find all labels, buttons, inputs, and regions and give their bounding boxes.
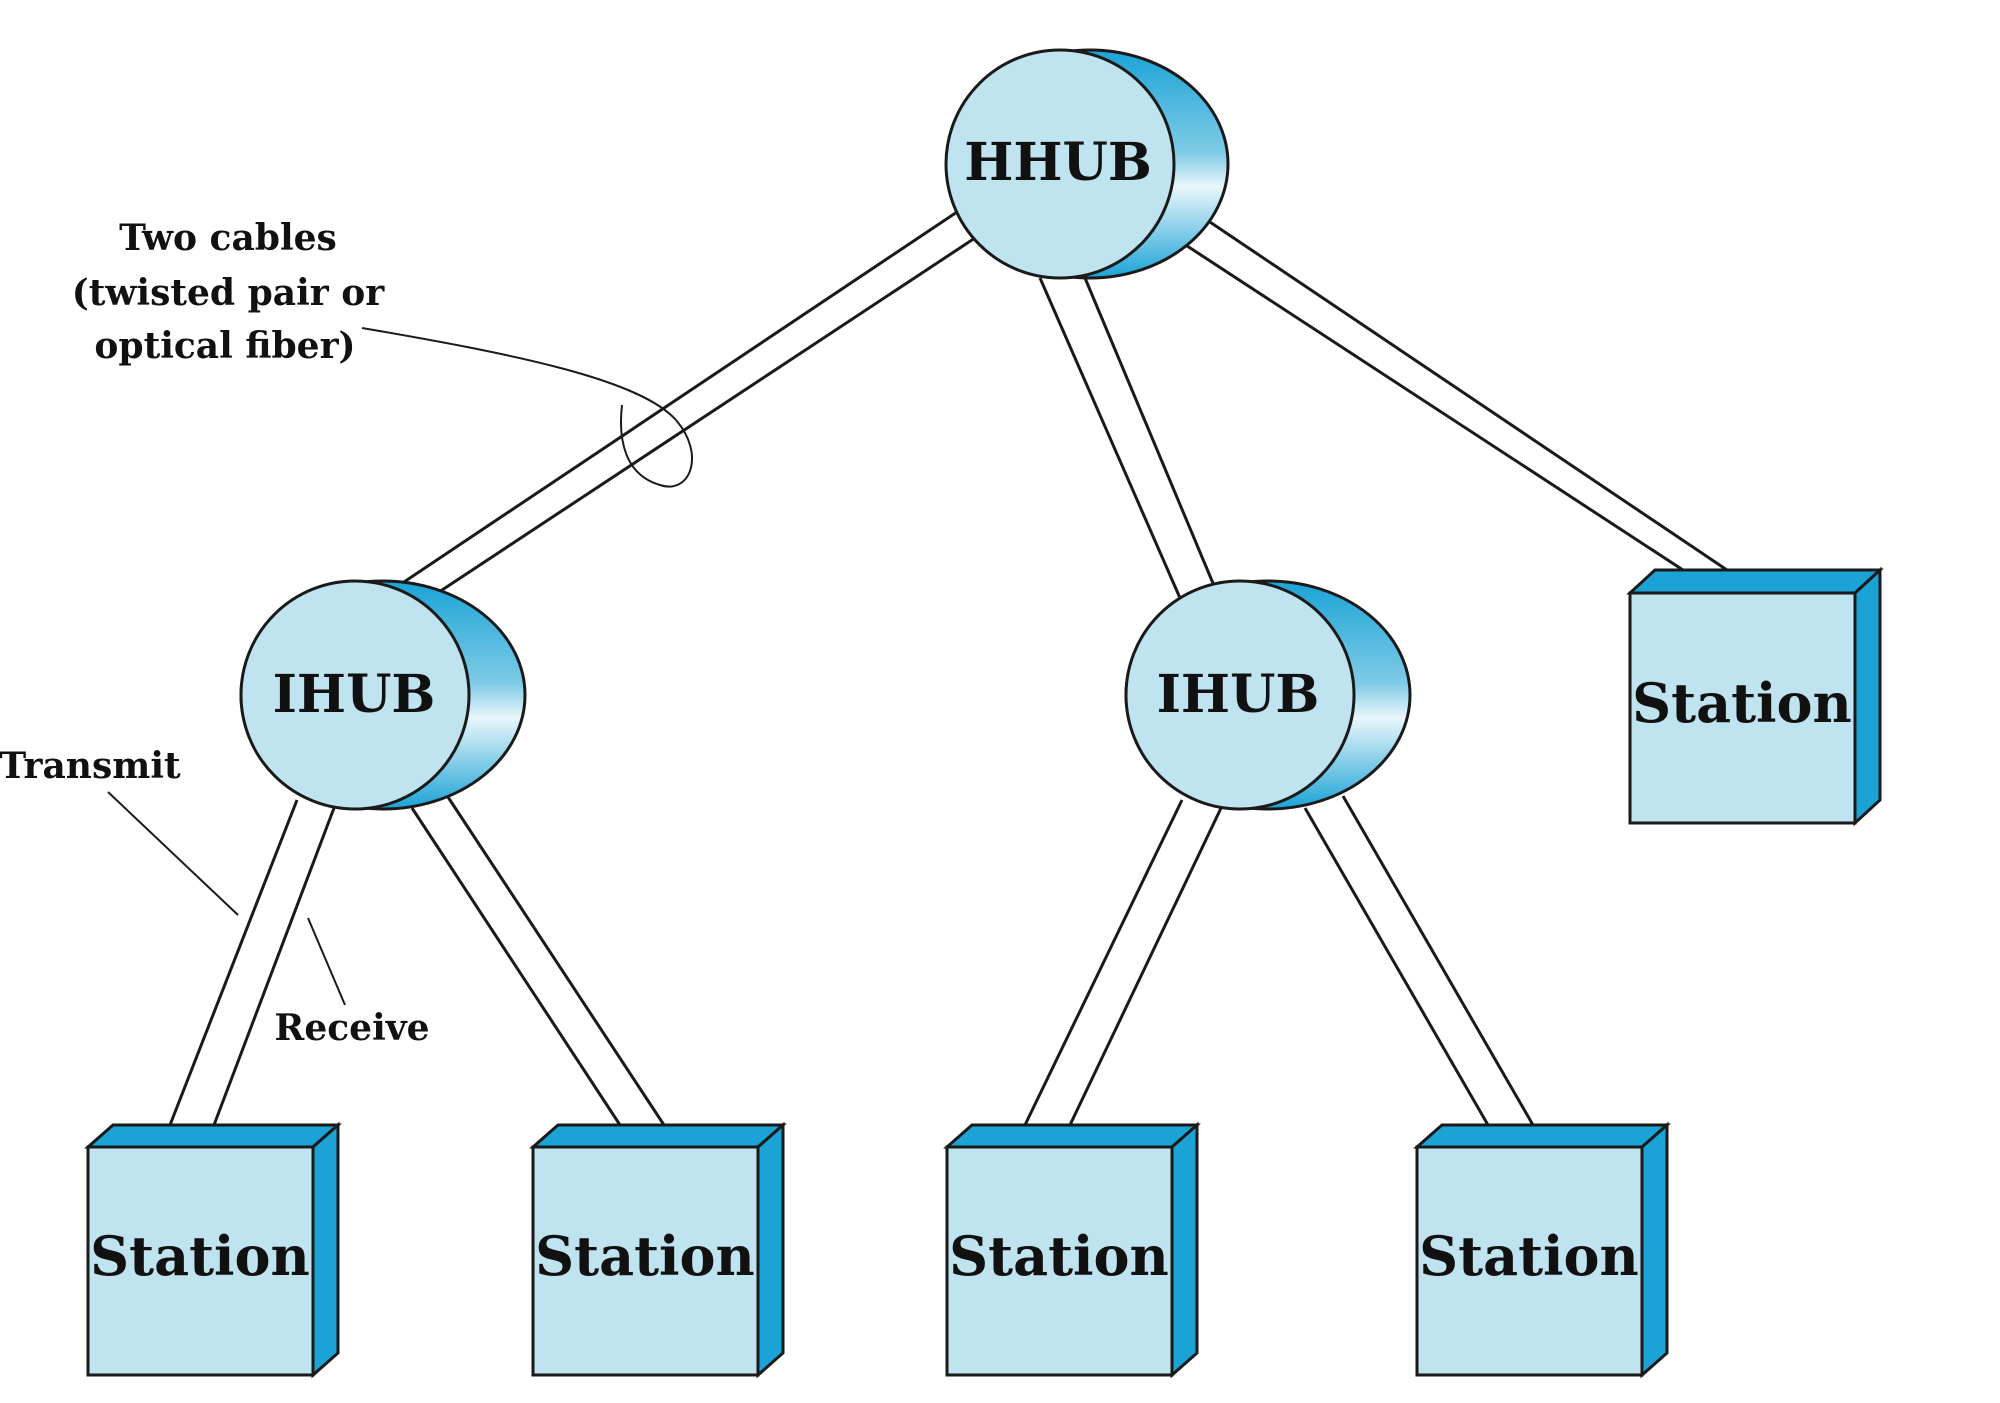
cable-ihub-left-station-2 — [410, 793, 666, 1126]
transmit-leader-line — [107, 791, 239, 916]
cables-leader-line — [361, 327, 694, 488]
cable-ihub-right-station-4 — [1303, 795, 1535, 1126]
hhub-label: HHUB — [964, 132, 1152, 193]
cable-hhub-station-top-right — [1177, 212, 1728, 572]
station-top-right-label: Station — [1632, 671, 1852, 735]
cables-label-line1: Two cables — [119, 217, 337, 259]
station-top-right: Station — [1626, 566, 1884, 827]
station-2: Station — [529, 1121, 787, 1379]
station-2-label: Station — [535, 1224, 755, 1288]
cable-hhub-ihub-right — [1038, 277, 1217, 599]
cable-ihub-right-station-3 — [1023, 799, 1224, 1126]
station-3: Station — [943, 1121, 1201, 1379]
station-1: Station — [84, 1121, 342, 1379]
transmit-label: Transmit — [0, 745, 181, 787]
cable-hhub-ihub-left — [397, 208, 979, 596]
cable-ihub-left-station-1 — [168, 799, 336, 1126]
ihub-left-label: IHUB — [273, 664, 436, 725]
transmit-annotation: Transmit — [0, 745, 239, 916]
ihub-right-label: IHUB — [1157, 664, 1320, 725]
hhub-node: HHUB — [944, 48, 1230, 280]
ihub-left-node: IHUB — [239, 579, 527, 811]
station-3-label: Station — [949, 1224, 1169, 1288]
cables-label-line3: optical fiber) — [94, 325, 355, 367]
two-cables-annotation: Two cables (twisted pair or optical fibe… — [72, 217, 694, 488]
ihub-right-node: IHUB — [1124, 579, 1412, 811]
cables-label-line2: (twisted pair or — [72, 272, 386, 314]
receive-annotation: Receive — [274, 917, 430, 1049]
receive-label: Receive — [274, 1007, 429, 1049]
station-4: Station — [1413, 1121, 1671, 1379]
receive-leader-line — [307, 917, 346, 1006]
station-4-label: Station — [1419, 1224, 1639, 1288]
station-1-label: Station — [90, 1224, 310, 1288]
